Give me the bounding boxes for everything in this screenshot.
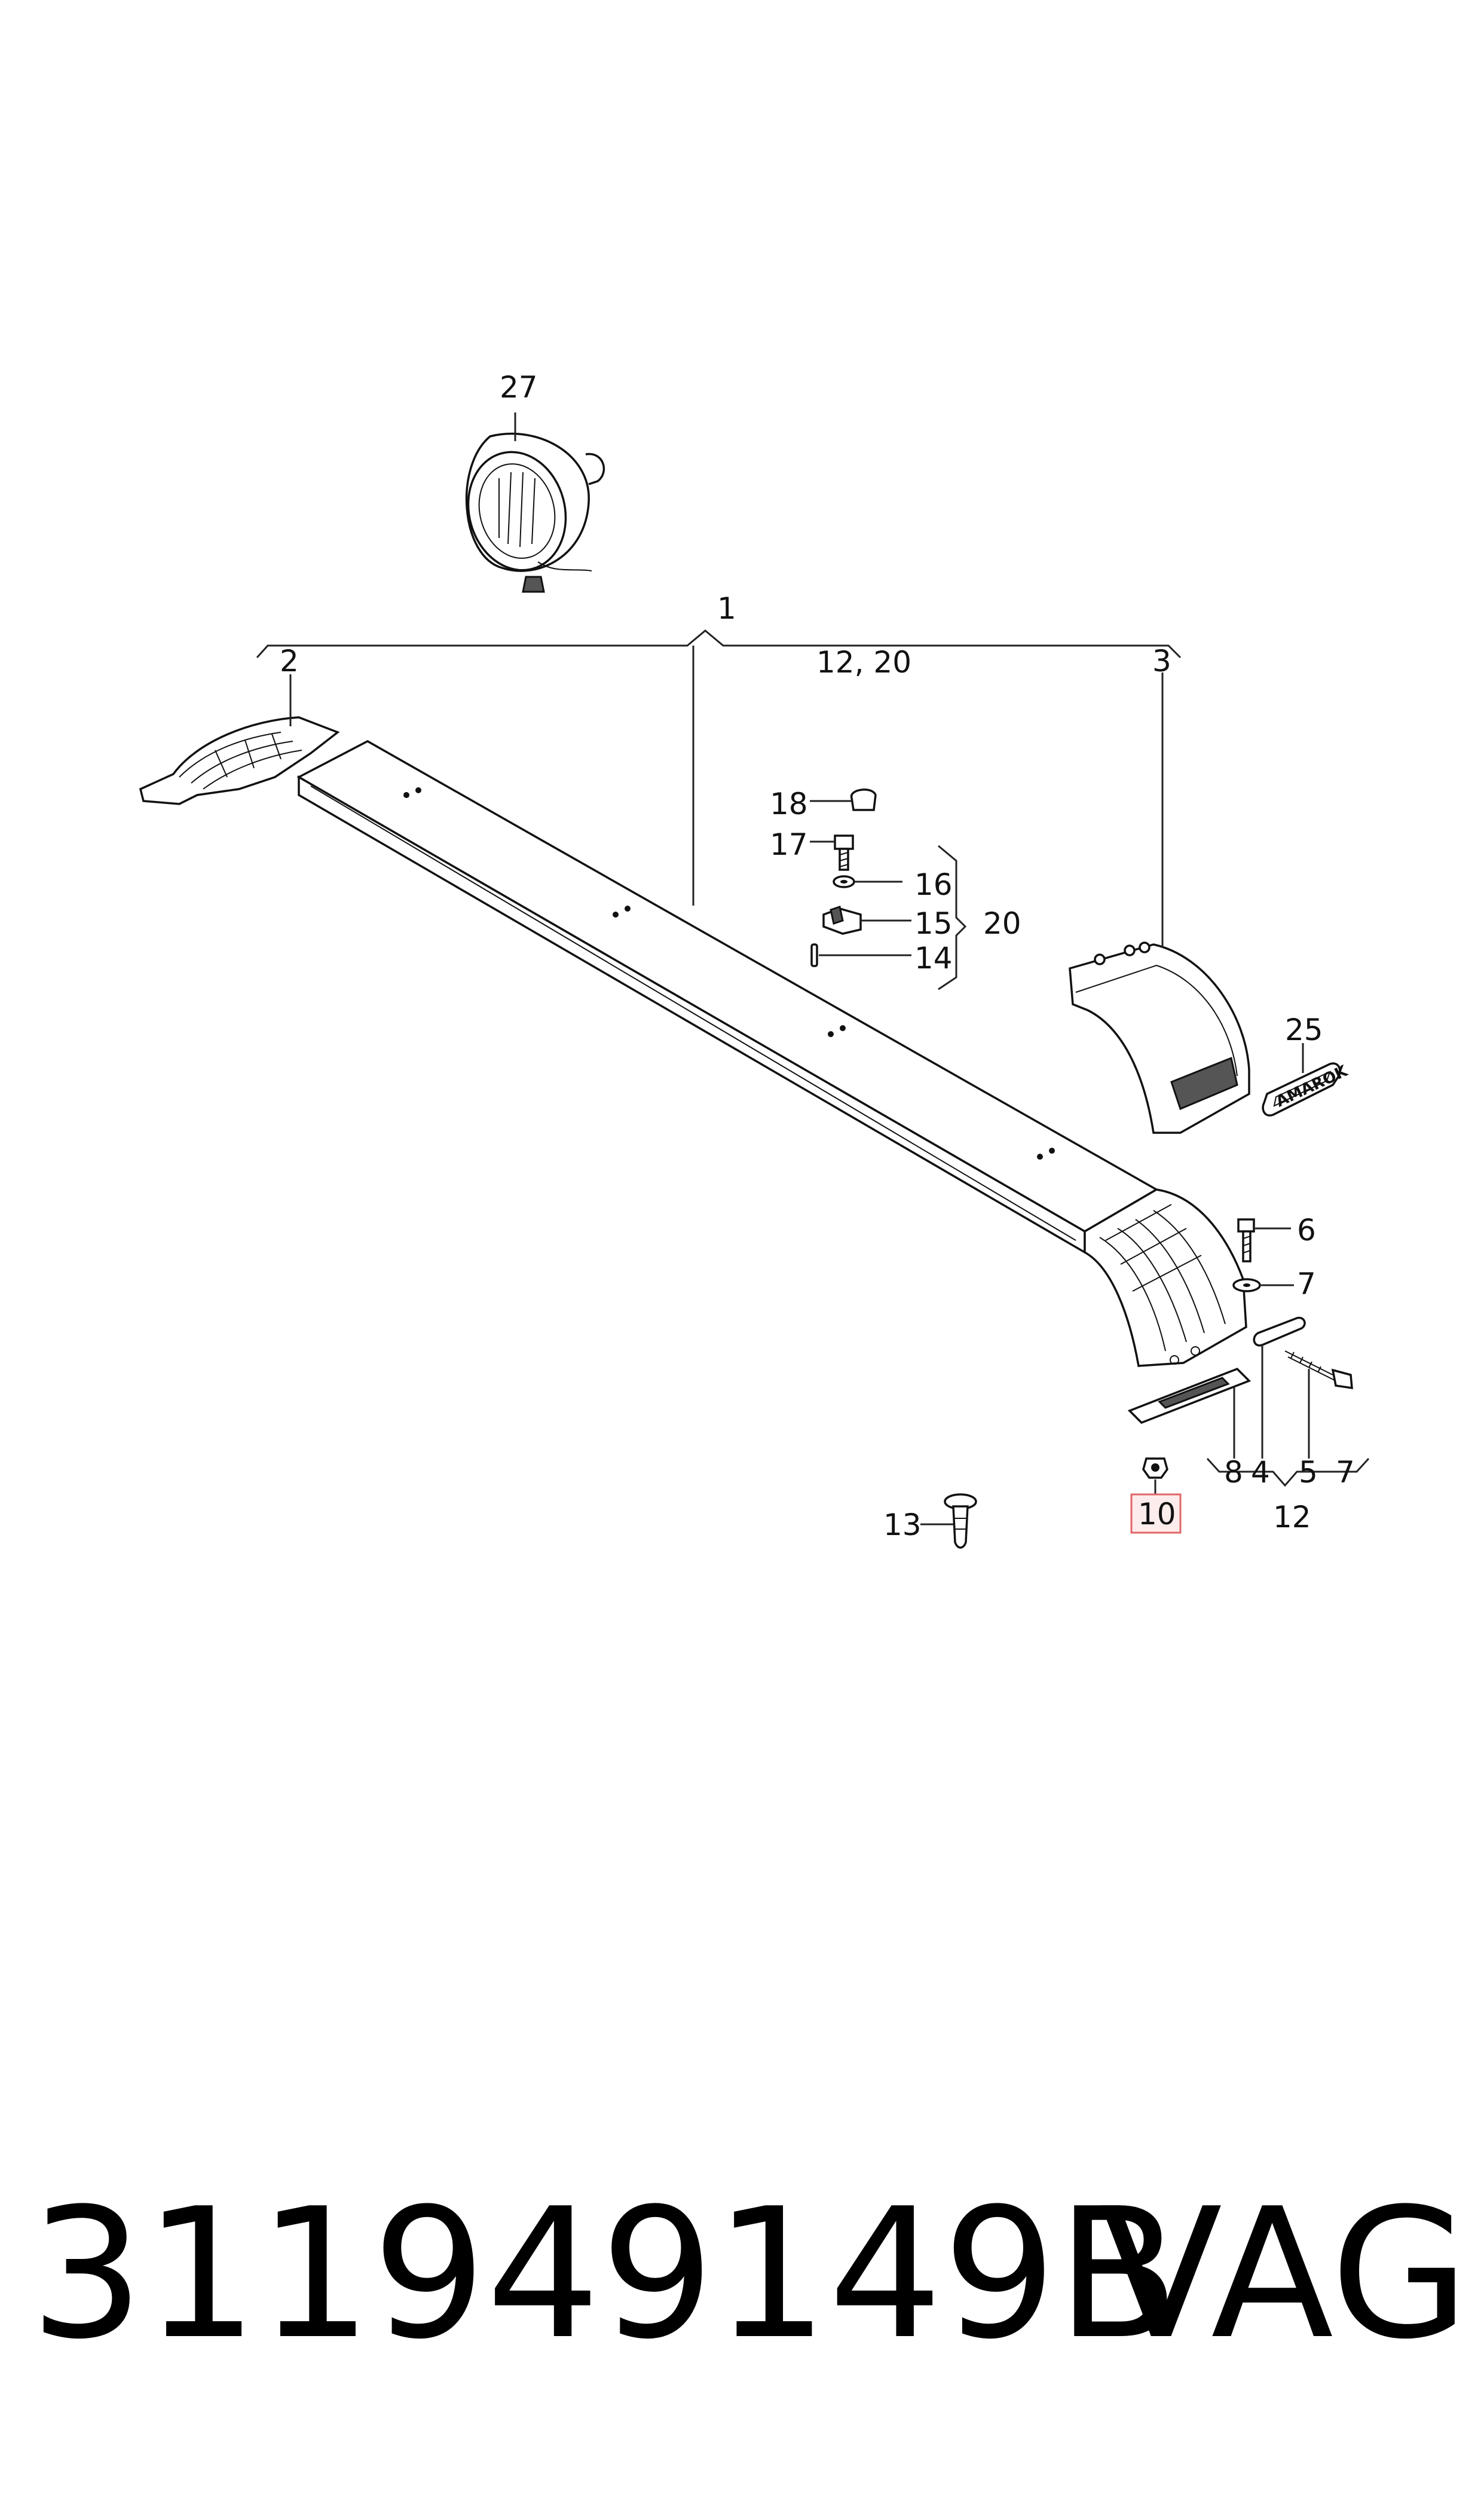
nut-part: [1142, 1457, 1168, 1479]
callout-20: 20: [983, 906, 1021, 941]
callout-27: 27: [500, 370, 538, 405]
callout-15: 15: [914, 906, 953, 941]
callout-17: 17: [770, 827, 808, 862]
callout-16: 16: [914, 867, 953, 902]
callout-7-upper: 7: [1297, 1267, 1316, 1301]
callout-13: 13: [883, 1508, 922, 1542]
mount-hardware: [1127, 1218, 1370, 1487]
callout-25: 25: [1285, 1013, 1323, 1047]
callout-4: 4: [1251, 1455, 1270, 1490]
end-cover-part: [1069, 941, 1250, 1134]
callout-10: 10: [1138, 1497, 1176, 1531]
work-lamp-part: [465, 432, 605, 593]
hardware-kit: [810, 788, 967, 990]
callout-14: 14: [914, 941, 953, 976]
bracket-group-1: [256, 629, 1182, 659]
brand-name: VAG: [1100, 2170, 1470, 2379]
rivet-part: [944, 1493, 977, 1549]
highlight-box-10[interactable]: [1130, 1493, 1182, 1534]
part-number: 311949149B: [30, 2170, 1180, 2379]
callout-8: 8: [1224, 1455, 1243, 1490]
callout-6: 6: [1297, 1213, 1316, 1248]
amarok-emblem-part: AMAROK: [1262, 1062, 1351, 1117]
callout-12: 12: [1273, 1500, 1311, 1534]
callout-18: 18: [770, 787, 808, 821]
callout-12-20: 12, 20: [816, 645, 911, 680]
footer: 311949149B VAG: [0, 2176, 1484, 2373]
callout-1: 1: [717, 591, 736, 626]
callout-3: 3: [1152, 644, 1171, 678]
callout-2: 2: [280, 644, 299, 678]
callout-5: 5: [1299, 1455, 1318, 1490]
roof-bar-part: [139, 716, 1247, 1367]
callout-7-lower: 7: [1336, 1455, 1355, 1490]
